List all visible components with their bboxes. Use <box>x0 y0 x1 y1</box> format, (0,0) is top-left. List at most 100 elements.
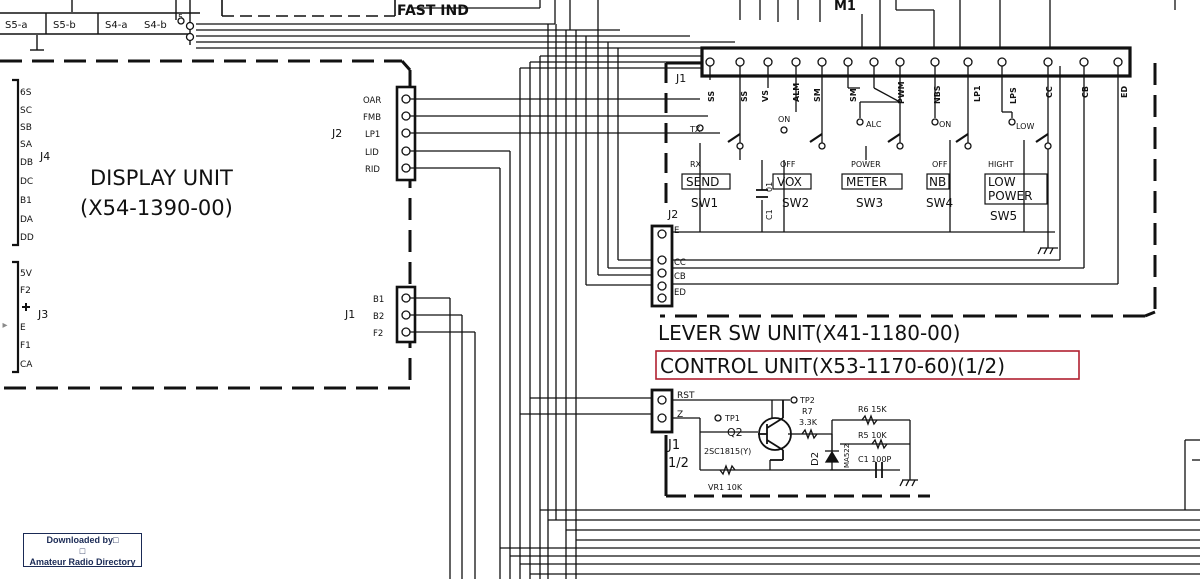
sw2-top-label: ON <box>778 115 790 124</box>
j4-label: J4 <box>39 150 50 163</box>
r6-label: R6 15K <box>858 405 887 414</box>
sw5-name-box <box>984 173 1048 205</box>
sw4-ref: SW4 <box>926 196 953 210</box>
lever-j1-pin: LPS <box>1009 87 1018 104</box>
j3-pin: F1 <box>20 341 31 351</box>
ground-symbol <box>1037 232 1058 255</box>
display-j2-pin: LID <box>365 148 379 158</box>
m1-label: M1 <box>834 0 856 14</box>
display-j1-pin: F2 <box>373 329 383 339</box>
top-switch-labels: S5-a S5-b S4-a S4-b 5 <box>5 13 183 31</box>
sw1-bottom-label: RX <box>690 160 702 169</box>
display-j2-label: J2 <box>331 127 342 140</box>
display-j1-pin: B2 <box>373 312 384 322</box>
sw3-bottom-label: POWER <box>851 160 881 169</box>
lever-j1-label: J1 <box>675 72 686 85</box>
control-ground-symbol <box>899 470 918 487</box>
lever-j2-pin: CB <box>674 272 686 282</box>
sw2-group: ON OFF VOX SW2 <box>772 115 812 210</box>
control-unit-title: CONTROL UNIT(X53-1170-60)(1/2) <box>660 354 1005 378</box>
display-j2-pin: LP1 <box>365 130 380 140</box>
j4-pin: DC <box>20 177 33 187</box>
side-scroll-arrow-icon[interactable]: ▸ <box>2 320 8 331</box>
control-unit-highlight-box <box>655 350 1080 380</box>
d2-label: D2 <box>810 452 821 466</box>
control-j1-pin: Z <box>677 410 683 420</box>
j4-pin: 6S <box>20 88 32 98</box>
j3-pin: E <box>20 323 26 333</box>
d2-part: MA522 <box>843 444 851 468</box>
display-j2-pin: FMB <box>363 113 381 123</box>
tp2-label: TP2 <box>799 396 815 405</box>
lever-j1-pin: SS <box>740 91 749 102</box>
j3-label: J3 <box>37 308 48 321</box>
j4-pin: SA <box>20 140 33 150</box>
display-unit-border <box>0 59 412 390</box>
s5a-label: S5-a <box>5 20 27 31</box>
lever-j1-pin: SS <box>707 91 716 102</box>
j4-pin: DB <box>20 158 33 168</box>
j4-pin: DA <box>20 215 34 225</box>
lever-j2-pin: CC <box>674 258 686 268</box>
sw2-bottom-label: OFF <box>780 160 796 169</box>
switch-contacts <box>696 118 1052 150</box>
c1-label: C1 100P <box>858 455 891 464</box>
download-watermark: Downloaded by□ □ Amateur Radio Directory <box>23 533 142 567</box>
sw1-group: TX RX SEND SW1 <box>681 125 731 210</box>
lever-j1-pin: LP1 <box>973 85 982 102</box>
j3-pin: F2 <box>20 286 31 296</box>
q2-transistor <box>758 400 792 461</box>
lever-j2-pin: ED <box>674 288 686 298</box>
top-terminal-circles <box>177 17 195 42</box>
sw1-top-label: TX <box>689 125 701 134</box>
q2-label: Q2 <box>727 426 743 439</box>
lever-c1-value: 01 <box>765 182 774 192</box>
r5-label: R5 10K <box>858 431 887 440</box>
sw4-name-box <box>926 173 950 190</box>
watermark-line2: □ <box>79 546 86 556</box>
j3-connector: J3 5V F2 E F1 CA <box>12 260 48 374</box>
lever-sw-unit-border <box>660 61 1157 318</box>
s4a-label: S4-a <box>105 20 127 31</box>
sw5-name-line2: POWER <box>988 189 1032 203</box>
display-unit-title: DISPLAY UNIT <box>90 166 233 190</box>
lever-j1-pin: ED <box>1120 86 1129 98</box>
tp1-label: TP1 <box>724 414 740 423</box>
r7-label: R7 <box>802 407 813 416</box>
lever-internal-wires <box>672 66 1119 285</box>
lever-j2-connector: J2 E CC CB ED <box>650 208 686 308</box>
j4-pin: SC <box>20 106 32 116</box>
sw3-name: METER <box>846 175 887 189</box>
sw1-name: SEND <box>686 175 719 189</box>
display-j2-connector: J2 OAR FMB LP1 LID RID <box>331 85 417 182</box>
watermark-line1: Downloaded by□ <box>46 535 119 545</box>
s4b-label: S4-b <box>144 20 167 31</box>
display-j2-pin: RID <box>365 165 380 175</box>
control-unit-border <box>664 435 930 498</box>
d2-diode <box>824 434 840 463</box>
control-j1-connector: RST Z J1 1/2 <box>650 388 695 471</box>
q2-part: 2SC1815(Y) <box>704 447 751 456</box>
display-unit-part-number: (X54-1390-00) <box>80 196 233 220</box>
sw4-group: ON OFF NB SW4 <box>926 120 953 210</box>
sw2-name-box <box>772 173 812 190</box>
sw2-name: VOX <box>777 175 802 189</box>
interconnect-wires <box>410 24 1200 579</box>
sw3-ref: SW3 <box>856 196 883 210</box>
lever-j1-pin: CC <box>1045 86 1054 98</box>
sw5-name: LOW <box>988 175 1016 189</box>
sw1-ref: SW1 <box>691 196 718 210</box>
fast-ind-box <box>221 0 396 17</box>
switch-blades <box>727 133 1049 143</box>
display-j1-label: J1 <box>344 308 355 321</box>
lever-j1-pin: SM <box>849 88 858 102</box>
lever-j1-pin: NBS <box>933 85 942 104</box>
control-j1-pin: RST <box>677 391 695 401</box>
sw4-top-label: ON <box>939 120 951 129</box>
test-points <box>714 396 798 422</box>
control-j1-label: J1 <box>667 438 680 453</box>
sw3-group: ALC POWER METER SW3 <box>841 120 903 210</box>
j4-pin: DD <box>20 233 34 243</box>
control-j1-sub: 1/2 <box>668 456 689 471</box>
